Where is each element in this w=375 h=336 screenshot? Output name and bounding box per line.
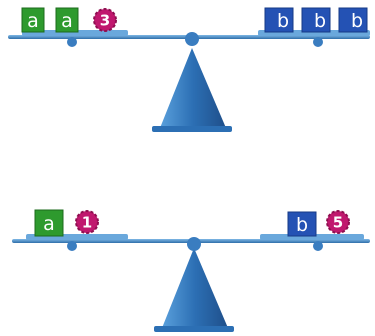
block-label: a: [27, 10, 39, 32]
block-label: b: [351, 10, 363, 32]
block-label: b: [277, 10, 289, 32]
count-badge-label: 5: [333, 214, 343, 232]
block-a: a: [21, 7, 45, 33]
block-label: b: [314, 10, 326, 32]
scale-pivot: [185, 32, 199, 46]
scale-stand: [160, 48, 226, 128]
scale-pivot: [187, 237, 201, 251]
right-pan-joint: [313, 37, 323, 47]
count-badge: 3: [93, 8, 117, 32]
count-badge-label: 3: [100, 12, 110, 30]
left-pan-joint: [67, 241, 77, 251]
count-badge: 1: [75, 210, 99, 234]
block-a: a: [55, 7, 79, 33]
block-label: b: [296, 214, 308, 236]
count-badge-label: 1: [82, 214, 92, 232]
scale-base: [154, 326, 234, 332]
balance-scale-2: a 1 b 5: [0, 168, 375, 336]
balance-scale-1: a a 3 b b b: [0, 0, 375, 160]
block-label: a: [61, 10, 73, 32]
right-pan-joint: [313, 241, 323, 251]
block-b: b: [264, 7, 294, 33]
count-badge: 5: [326, 210, 350, 234]
block-b: b: [338, 7, 368, 33]
block-b: b: [287, 211, 317, 237]
block-a: a: [34, 209, 64, 237]
block-label: a: [43, 213, 55, 235]
left-pan-joint: [67, 37, 77, 47]
block-b: b: [301, 7, 331, 33]
left-pan: [22, 30, 128, 36]
scale-stand: [162, 248, 228, 328]
right-pan: [260, 234, 364, 240]
scale-base: [152, 126, 232, 132]
